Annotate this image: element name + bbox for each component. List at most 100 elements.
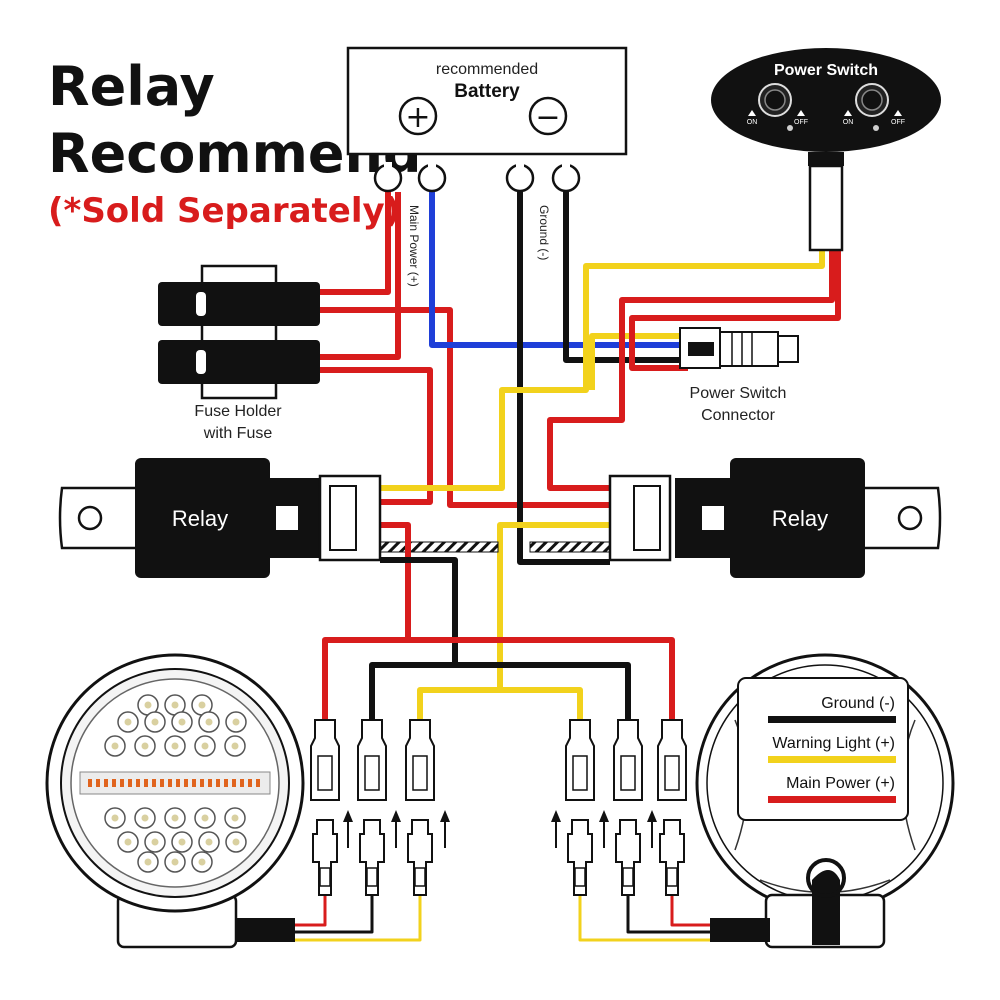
amber-led — [248, 779, 252, 787]
relay-right-label: Relay — [772, 506, 828, 531]
led-chip — [144, 701, 152, 709]
switch-2-off-icon — [894, 110, 902, 116]
led-chip — [232, 838, 240, 846]
wire-right-lamp-black — [626, 895, 715, 934]
title-note: (*Sold Separately) — [48, 191, 400, 231]
amber-led — [216, 779, 220, 787]
battery-name: Battery — [454, 81, 520, 102]
led-chip — [198, 701, 206, 709]
arrow-up-icon-head — [391, 810, 401, 822]
male-terminal-crimp — [666, 867, 678, 887]
amber-led — [128, 779, 132, 787]
connector-housing-right — [719, 331, 779, 367]
led-chip — [124, 838, 132, 846]
relay-right: Relay — [608, 458, 942, 578]
amber-led — [168, 779, 172, 787]
led-chip — [171, 858, 179, 866]
led-chip — [178, 718, 186, 726]
led-chip — [111, 742, 119, 750]
battery-negative-symbol: − — [535, 100, 560, 135]
lamp-left — [45, 653, 305, 949]
lamp-right-cable — [710, 918, 770, 942]
power-switch-connector: Power Switch Connector — [679, 327, 799, 424]
wire-yellow-relay-lamps — [497, 522, 610, 690]
wire-red-battery-fuse-2 — [318, 192, 401, 360]
terminal-pair-5 — [613, 719, 643, 896]
arrow-up-icon — [599, 810, 609, 848]
amber-led — [200, 779, 204, 787]
wire-red-fuse-relay-1 — [318, 307, 610, 508]
arrow-up-icon — [440, 810, 450, 848]
led-chip — [198, 858, 206, 866]
led-chip — [232, 718, 240, 726]
ring-terminal-1 — [373, 162, 403, 193]
relay-left-label: Relay — [172, 506, 228, 531]
female-terminal-slot — [364, 755, 380, 791]
male-terminal-crimp — [319, 867, 331, 887]
led-chip — [141, 742, 149, 750]
male-terminal — [312, 819, 338, 896]
wire-yellow-split — [417, 687, 583, 720]
led-chip — [141, 814, 149, 822]
amber-led — [192, 779, 196, 787]
legend-swatch-ground — [768, 716, 896, 723]
led-chip — [231, 742, 239, 750]
male-terminal — [567, 819, 593, 896]
fuse-holder-2 — [158, 340, 320, 384]
amber-led — [256, 779, 260, 787]
fuse-holder-1 — [158, 282, 320, 326]
terminal-pair-4 — [565, 719, 595, 896]
female-terminal-slot — [664, 755, 680, 791]
amber-led — [144, 779, 148, 787]
wire-red-battery-fuse-1 — [318, 192, 391, 295]
main-power-wire-label: Main Power (+) — [407, 205, 421, 287]
relay-right-socket-inner — [633, 485, 661, 551]
connector-pins — [688, 342, 714, 356]
wire-red-switch-1 — [547, 248, 835, 491]
power-switch-stem — [808, 152, 844, 166]
legend-label-ground: Ground (-) — [821, 695, 895, 712]
amber-led — [232, 779, 236, 787]
fuse-holder-label-2: with Fuse — [203, 425, 273, 442]
wire-black-ground-2 — [563, 192, 688, 363]
battery-positive-terminal — [398, 96, 438, 136]
wire-black-ground-1 — [517, 192, 610, 565]
male-terminal-crimp — [414, 867, 426, 887]
harness-left — [379, 541, 499, 553]
switch-2-on-label: ON — [843, 119, 854, 126]
arrow-up-icon-head — [440, 810, 450, 822]
amber-led — [152, 779, 156, 787]
terminal-pair-3 — [405, 719, 435, 896]
male-terminal — [659, 819, 685, 896]
amber-led — [224, 779, 228, 787]
switch-2-off-label: OFF — [891, 119, 905, 126]
led-chip — [111, 814, 119, 822]
harness-right — [529, 541, 611, 553]
wires — [235, 192, 841, 942]
ring-terminal-4 — [551, 162, 581, 193]
legend-label-warning: Warning Light (+) — [772, 735, 895, 752]
amber-led — [160, 779, 164, 787]
male-terminal-crimp — [366, 867, 378, 887]
female-terminal-slot — [572, 755, 588, 791]
male-terminal — [359, 819, 385, 896]
arrow-up-icon-head — [647, 810, 657, 822]
switch-1-off-label: OFF — [794, 119, 808, 126]
led-chip — [151, 718, 159, 726]
relay-left-mount-hole-icon — [77, 505, 103, 531]
switch-2-on-icon — [844, 110, 852, 116]
female-terminal-slot — [412, 755, 428, 791]
female-terminal-slot — [317, 755, 333, 791]
relay-left-clip — [274, 504, 300, 532]
terminal-connectors — [310, 719, 687, 896]
male-terminal — [407, 819, 433, 896]
connector-tail — [777, 335, 799, 363]
led-chip — [171, 814, 179, 822]
wire-blue-main-power — [429, 192, 688, 348]
amber-led — [176, 779, 180, 787]
lamp-right-cable-gland — [812, 870, 840, 945]
connector-label-1: Power Switch — [690, 385, 787, 402]
legend-label-main-power: Main Power (+) — [786, 775, 895, 792]
battery: recommended Battery + − Main Power (+) G… — [346, 46, 628, 287]
